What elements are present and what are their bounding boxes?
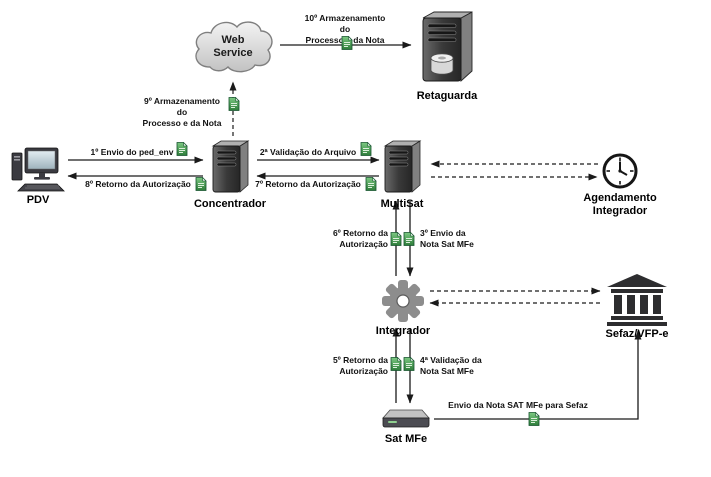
node-integrador: Integrador <box>363 279 443 338</box>
edge-label-step6: 6º Retorno da Autorização <box>332 228 388 250</box>
edge-label-step7: 7º Retorno da Autorização <box>255 179 361 189</box>
node-label-pdv: PDV <box>26 194 50 206</box>
document-icon <box>360 142 372 156</box>
document-icon <box>195 177 207 191</box>
arrow-envio-sefaz <box>434 330 642 420</box>
edge-label-step2: 2ª Validação do Arquivo <box>259 147 357 157</box>
edge-label-step5: 5º Retorno da Autorização <box>332 355 388 377</box>
document-icon <box>176 142 188 156</box>
edge-label-step4: 4ª Validação da Nota Sat MFe <box>420 355 482 377</box>
server-icon <box>419 8 475 88</box>
document-icon <box>228 97 240 111</box>
document-icon <box>528 412 540 426</box>
node-pdv: PDV <box>8 146 68 207</box>
clock-icon <box>601 152 639 190</box>
document-icon <box>365 177 377 191</box>
node-label-sat-mfe: Sat MFe <box>384 433 428 445</box>
node-web-service: Web Service <box>190 17 276 77</box>
device-icon <box>381 407 431 431</box>
node-label-sefaz: Sefaz/VFP-e <box>605 328 669 340</box>
edge-label-step9: 9º Armazenamento do Processo e da Nota <box>142 96 222 129</box>
server-icon <box>382 138 422 196</box>
desktop-computer-icon <box>11 146 65 192</box>
node-label-concentrador: Concentrador <box>193 198 267 210</box>
node-label-retaguarda: Retaguarda <box>416 90 478 102</box>
document-icon <box>390 357 402 371</box>
node-label-agendamento: Agendamento Integrador <box>583 192 657 217</box>
document-icon <box>403 232 415 246</box>
node-label-multisat: MultiSat <box>380 198 424 210</box>
node-multisat: MultiSat <box>362 138 442 211</box>
document-icon <box>403 357 415 371</box>
edge-label-step3: 3º Envio da Nota Sat MFe <box>420 228 474 250</box>
edge-label-envio-sefaz: Envio da Nota SAT MFe para Sefaz <box>448 400 588 410</box>
edge-label-step1: 1º Envio do ped_env <box>90 147 174 157</box>
gear-icon <box>381 279 425 323</box>
document-icon <box>341 36 353 50</box>
node-label-web-service: Web Service <box>213 34 253 60</box>
node-sefaz: Sefaz/VFP-e <box>592 274 682 341</box>
document-icon <box>390 232 402 246</box>
server-icon <box>210 138 250 196</box>
bank-icon <box>606 274 668 326</box>
node-retaguarda: Retaguarda <box>402 8 492 103</box>
node-concentrador: Concentrador <box>185 138 275 211</box>
edge-label-step8: 8º Retorno da Autorização <box>85 179 191 189</box>
node-agendamento-integrador: Agendamento Integrador <box>570 152 670 217</box>
node-label-integrador: Integrador <box>375 325 431 337</box>
node-sat-mfe: Sat MFe <box>376 407 436 446</box>
